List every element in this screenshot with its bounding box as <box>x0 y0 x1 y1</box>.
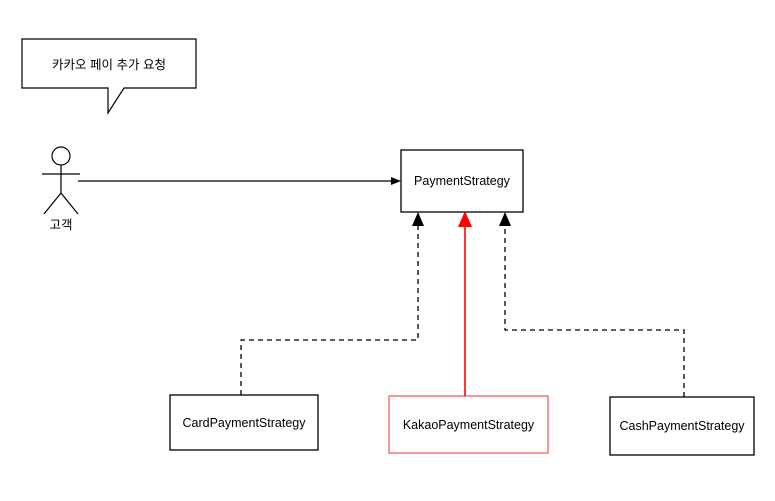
callout-text: 카카오 페이 추가 요청 <box>52 58 166 72</box>
callout-shape <box>21 38 197 116</box>
actor-stick-figure <box>42 146 80 215</box>
node-cashpaymentstrategy-shape <box>609 396 755 456</box>
edge-kakao-to-paymentstrategy <box>458 211 472 396</box>
node-paymentstrategy-shape <box>400 149 524 213</box>
actor-label: 고객 <box>49 218 73 232</box>
node-cardpaymentstrategy-shape <box>169 394 319 451</box>
edge-actor-to-paymentstrategy <box>78 177 401 185</box>
edge-cash-to-paymentstrategy <box>499 212 685 397</box>
node-kakaopaymentstrategy-shape <box>388 395 549 454</box>
edge-card-to-paymentstrategy <box>240 212 424 395</box>
